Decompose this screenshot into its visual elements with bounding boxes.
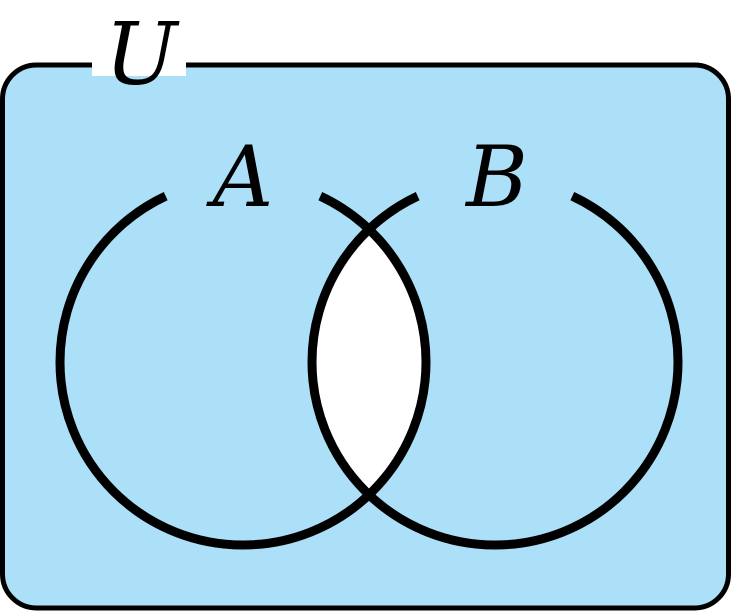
universe-label-gap	[92, 58, 186, 76]
set-a-circle	[55, 174, 431, 550]
set-b-label: B	[464, 128, 528, 226]
set-b-circle	[307, 174, 683, 550]
universe-label: U	[105, 5, 180, 105]
set-a-label: A	[206, 128, 274, 226]
